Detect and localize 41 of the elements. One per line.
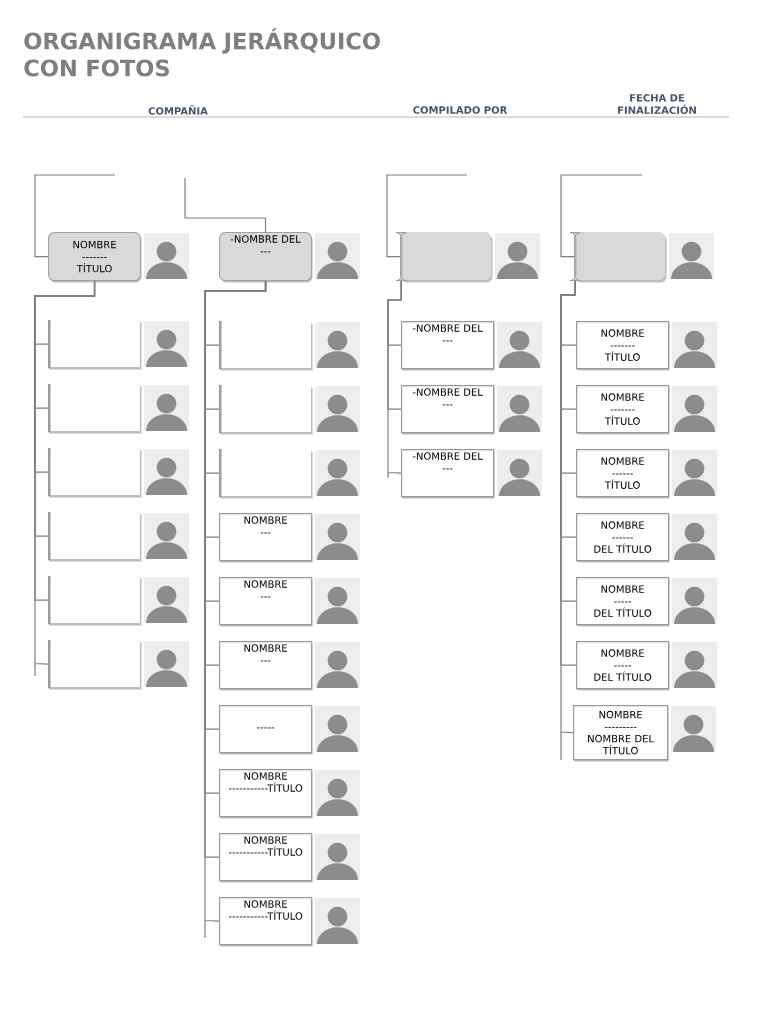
head-box: NOMBRE ------- TÍTULO: [48, 232, 142, 283]
member-box: [48, 512, 142, 562]
header-label: COMPILADO POR: [413, 106, 508, 114]
member-box: NOMBRE ---: [219, 513, 313, 563]
member-box: [48, 448, 142, 498]
connector-line: [34, 280, 96, 677]
head-box: -NOMBRE DEL ---: [219, 232, 313, 283]
header-label: COMPAÑIA: [148, 105, 208, 115]
title: ORGANIGRAMA JERÁRQUICO CON FOTOS: [24, 28, 380, 77]
head-box: [395, 232, 493, 283]
header-label: FECHA DE FINALIZACIÓN: [618, 94, 696, 114]
member-box: -NOMBRE DEL ---: [401, 385, 495, 435]
member-box: NOMBRE ------ DEL TÍTULO: [576, 513, 670, 563]
member-box: NOMBRE ---: [219, 577, 313, 627]
member-box: NOMBRE ------- TÍTULO: [576, 385, 670, 435]
member-box: NOMBRE --------- NOMBRE DEL TÍTULO: [573, 705, 669, 762]
member-box: [219, 321, 313, 371]
member-box: NOMBRE ----- DEL TÍTULO: [576, 641, 670, 691]
member-box: [219, 385, 313, 435]
member-box: [48, 384, 142, 434]
member-box: -NOMBRE DEL ---: [401, 449, 495, 499]
member-box: [219, 449, 313, 499]
connector-line: [386, 174, 468, 258]
connector-line: [34, 174, 116, 258]
member-box: [48, 320, 142, 370]
member-box: -NOMBRE DEL ---: [401, 321, 495, 371]
member-box: NOMBRE ----- DEL TÍTULO: [576, 577, 670, 627]
member-box: NOMBRE ------ TÍTULO: [576, 449, 670, 499]
connector-line: [560, 174, 643, 258]
connector-line: [184, 177, 267, 233]
member-box: [48, 640, 142, 690]
member-box: [48, 576, 142, 626]
member-box: NOMBRE ------- TÍTULO: [576, 321, 670, 371]
member-box: NOMBRE -----------TÍTULO: [219, 769, 313, 819]
member-box: NOMBRE -----------TÍTULO: [219, 833, 313, 883]
member-box: NOMBRE ---: [219, 641, 313, 691]
head-box: [569, 232, 667, 283]
member-box: NOMBRE -----------TÍTULO: [219, 897, 313, 947]
member-box: -----: [219, 705, 313, 755]
connector-line: [560, 280, 576, 761]
connector-line: [387, 280, 402, 479]
